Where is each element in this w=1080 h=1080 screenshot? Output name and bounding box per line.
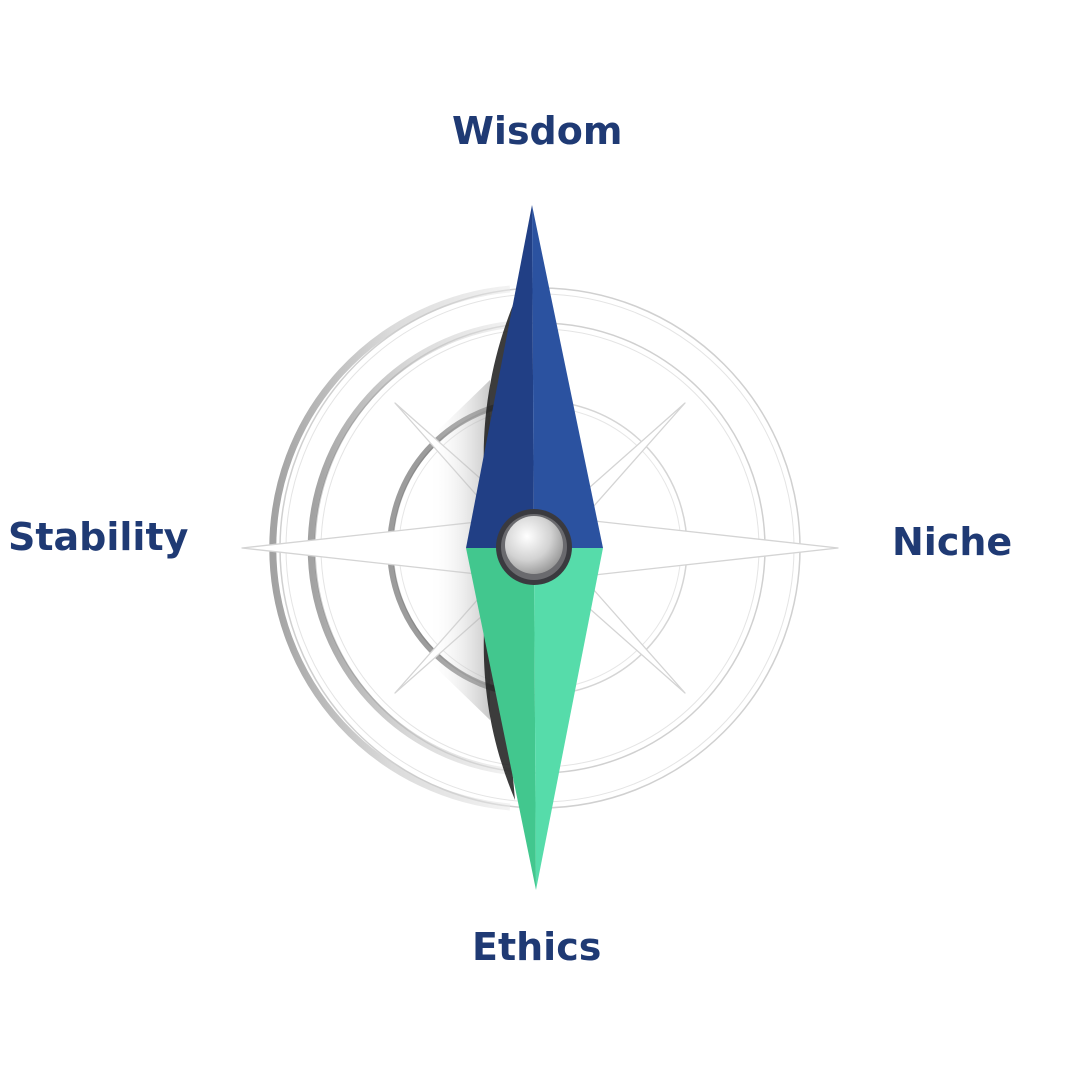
compass-needle-icon (466, 205, 603, 890)
direction-label-south: Ethics (472, 925, 602, 969)
needle-north-left (466, 205, 534, 548)
direction-label-north: Wisdom (452, 109, 623, 153)
needle-shadow (428, 380, 490, 720)
needle-north-right (532, 205, 603, 548)
direction-label-east: Niche (892, 520, 1013, 564)
needle-south-right (534, 548, 603, 890)
needle-south-left (466, 548, 536, 890)
needle-pivot-icon (496, 509, 572, 585)
direction-label-west: Stability (8, 515, 189, 559)
